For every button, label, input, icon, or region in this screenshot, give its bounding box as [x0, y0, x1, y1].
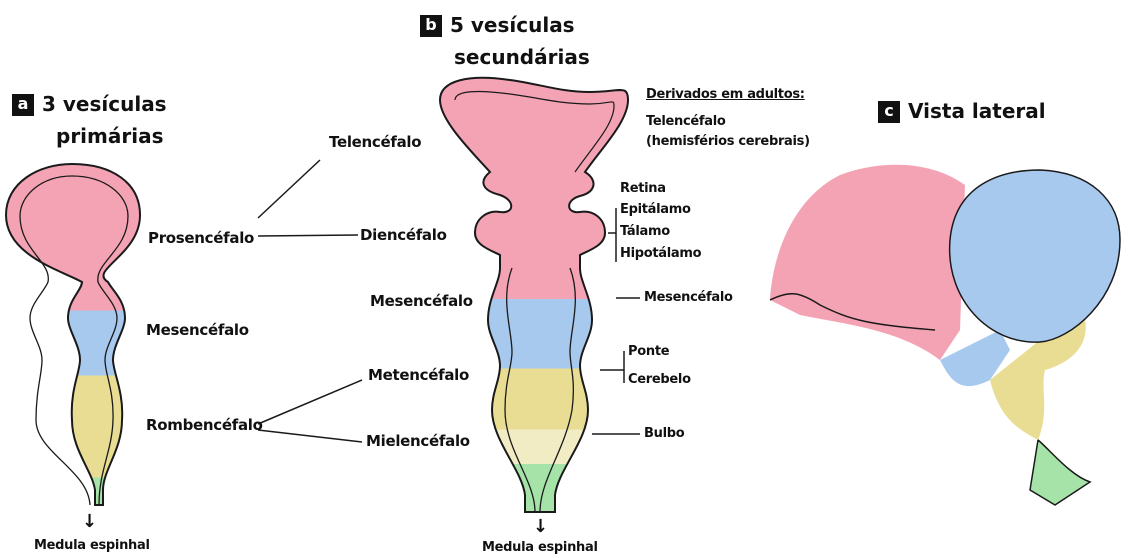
derivative-hemisferios: (hemisférios cerebrais) — [646, 134, 810, 149]
label-mielencefalo: Mielencéfalo — [366, 432, 470, 450]
derivative-bulbo: Bulbo — [644, 426, 684, 441]
label-secondary-medula: Medula espinhal — [482, 540, 598, 555]
panel-a-title-line1: 3 vesículas — [42, 92, 167, 116]
panel-b-title-line2: secundárias — [454, 44, 590, 70]
derivative-ponte: Ponte — [628, 344, 669, 359]
derivative-telencefalo: Telencéfalo — [646, 114, 726, 129]
lateral-view-brain — [770, 165, 1120, 505]
derivatives-heading: Derivados em adultos: — [646, 87, 805, 102]
label-primary-medula: Medula espinhal — [34, 538, 150, 553]
label-primary-mesencefalo: Mesencéfalo — [146, 321, 249, 339]
panel-c-title-text: Vista lateral — [908, 99, 1046, 123]
label-telencefalo: Telencéfalo — [329, 133, 421, 151]
label-prosencefalo: Prosencéfalo — [148, 229, 254, 247]
panel-a-title: a 3 vesículas — [12, 91, 167, 117]
panel-c-badge: c — [878, 101, 900, 123]
label-diencefalo: Diencéfalo — [360, 226, 447, 244]
lateral-telencephalon — [770, 165, 965, 360]
primary-vesicle-tube — [6, 164, 140, 505]
label-secondary-mesencefalo: Mesencéfalo — [370, 292, 473, 310]
derivative-talamo: Tálamo — [620, 224, 670, 239]
primary-down-arrow-icon: ↓ — [82, 513, 97, 531]
panel-b-title-line1: 5 vesículas — [450, 13, 575, 37]
panel-a-title-line2: primárias — [56, 123, 164, 149]
label-rombencefalo: Rombencéfalo — [146, 416, 263, 434]
panel-b-badge: b — [420, 15, 442, 37]
panel-b-title: b 5 vesículas — [420, 12, 575, 38]
derivative-epitalamo: Epitálamo — [620, 202, 691, 217]
panel-a-badge: a — [12, 94, 34, 116]
label-metencefalo: Metencéfalo — [368, 366, 469, 384]
derivative-cerebelo: Cerebelo — [628, 372, 691, 387]
lateral-blue-vesicle — [950, 170, 1120, 342]
derivative-mesencefalo: Mesencéfalo — [644, 290, 733, 305]
lateral-spinal-cord — [1030, 440, 1090, 505]
primary-tube-outline — [6, 164, 140, 505]
derivative-retina: Retina — [620, 181, 666, 196]
panel-c-title: c Vista lateral — [878, 98, 1046, 124]
secondary-down-arrow-icon: ↓ — [533, 518, 548, 536]
derivative-hipotalamo: Hipotálamo — [620, 246, 701, 261]
